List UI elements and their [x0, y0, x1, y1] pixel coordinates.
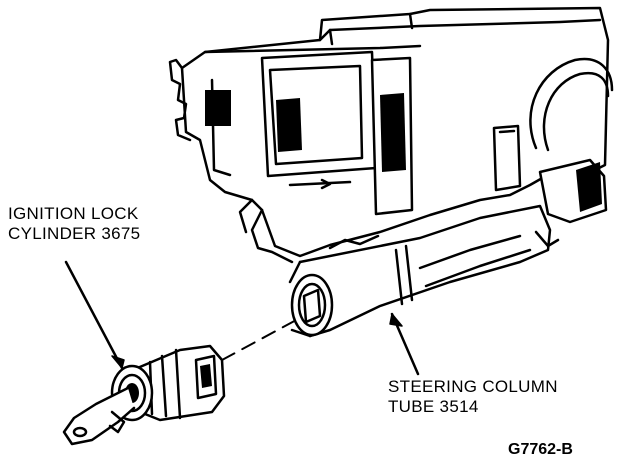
steering-column-tube [288, 204, 560, 338]
steering-label-line1: STEERING COLUMN [388, 377, 558, 396]
leader-arrow-steering [389, 313, 403, 327]
figure-id: G7762-B [508, 441, 573, 458]
column-housing [168, 6, 614, 264]
steering-column-tube-label: STEERING COLUMN TUBE 3514 [388, 377, 558, 417]
ignition-label-line1: IGNITION LOCK [8, 204, 139, 223]
leader-arrow-ignition [111, 355, 125, 369]
ignition-label-line2: CYLINDER 3675 [8, 224, 141, 243]
ignition-lock-cylinder [62, 344, 226, 446]
leader-line-ignition [64, 260, 124, 370]
steering-label-line2: TUBE 3514 [388, 397, 479, 416]
ignition-lock-cylinder-label: IGNITION LOCK CYLINDER 3675 [8, 204, 140, 244]
alignment-dash-line [221, 317, 301, 361]
